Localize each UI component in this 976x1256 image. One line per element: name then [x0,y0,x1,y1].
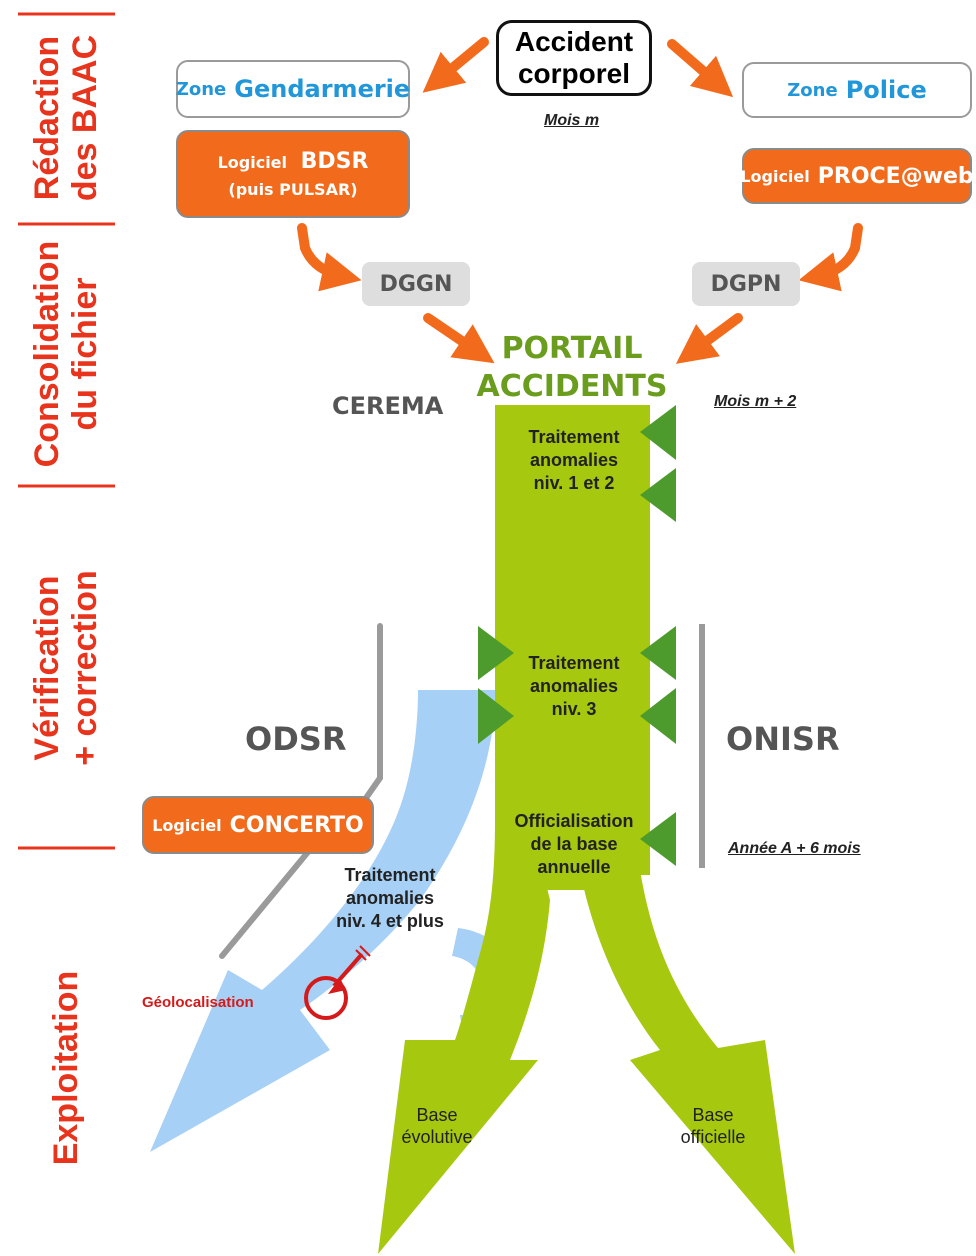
software-concerto-prefix: Logiciel [152,815,222,835]
odsr-bracket [219,623,383,959]
geolocalisation-label: Géolocalisation [142,994,254,1011]
section-redaction-label: Rédaction des BAAC [28,34,104,202]
date-mois-m2: Mois m + 2 [714,393,797,410]
software-proceweb-box: Logiciel PROCE@web [740,148,974,204]
green-branch-right [578,860,795,1254]
software-bdsr-box: Logiciel BDSR (puis PULSAR) [176,130,410,218]
zone-gendarmerie-box: Zone Gendarmerie [176,60,410,118]
orange-arrows [297,37,863,364]
section-consolidation-label: Consolidation du fichier [28,240,104,468]
green-branch-left [378,820,550,1254]
dgpn-box: DGPN [692,262,800,306]
portail-accidents-title: PORTAIL ACCIDENTS [477,330,668,406]
section-exploitation-label: Exploitation [47,970,85,1166]
date-mois-m: Mois m [544,112,600,129]
blue-flow [150,690,496,1152]
software-proceweb-prefix: Logiciel [740,166,810,186]
dggn-box: DGGN [362,262,470,306]
zone-police-prefix: Zone [787,79,838,101]
date-annee-a6: Année A + 6 mois [728,840,861,857]
software-bdsr-name: BDSR [300,149,369,174]
cerema-label: CEREMA [332,392,444,420]
geolocalisation-target-icon [304,945,371,1020]
stage-anomalies-1-2: Traitement anomalies niv. 1 et 2 [528,427,620,493]
odsr-label: ODSR [245,720,347,758]
software-concerto-name: CONCERTO [229,812,364,838]
base-evolutive-label: Base évolutive [401,1105,473,1147]
stage-markers [478,405,676,866]
software-bdsr-sub: (puis PULSAR) [228,180,358,199]
software-bdsr-prefix: Logiciel [217,153,288,172]
portail-line2: ACCIDENTS [476,369,668,404]
stage-anomalies-4-plus: Traitement anomalies niv. 4 et plus [336,865,444,931]
zone-gendarmerie-name: Gendarmerie [234,75,411,103]
portail-line1: PORTAIL [501,331,643,366]
accident-line1: Accident [514,26,634,57]
zone-police-name: Police [845,76,927,104]
software-proceweb-name: PROCE@web [817,163,974,189]
base-officielle-label: Base officielle [680,1105,746,1147]
accident-corporel-box: Accident corporel [496,20,652,96]
accident-line2: corporel [517,58,631,89]
zone-gendarmerie-prefix: Zone [175,78,227,100]
section-dividers [18,12,115,850]
section-verification-label: Vérification + correction [28,570,104,766]
stage-anomalies-3: Traitement anomalies niv. 3 [528,653,620,719]
onisr-label: ONISR [726,720,840,758]
stage-officialisation: Officialisation de la base annuelle [514,811,634,877]
software-concerto-box: Logiciel CONCERTO [142,796,374,854]
zone-police-box: Zone Police [742,62,972,118]
